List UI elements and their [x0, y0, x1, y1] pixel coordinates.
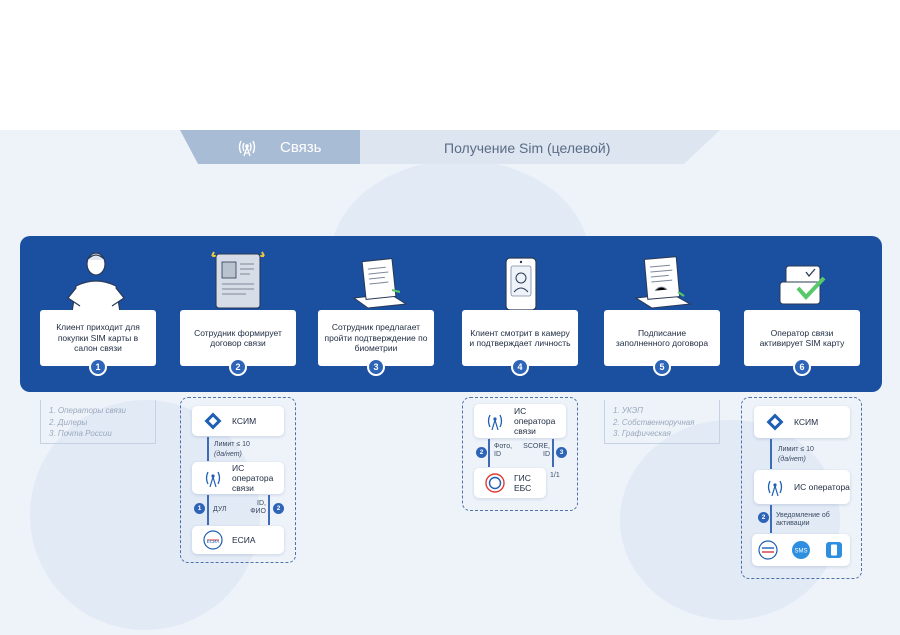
is-operator-label: ИС оператора связи: [232, 463, 274, 493]
step-number-5: 5: [653, 358, 671, 376]
ksim-card: КСИМ: [192, 406, 284, 436]
esia-logo-text: ЕСИА: [207, 539, 221, 544]
limit-label: Лимит ≤ 10: [778, 446, 814, 453]
step-number-2: 2: [229, 358, 247, 376]
gis-ebs-card: ГИС ЕБС: [474, 468, 546, 498]
badge-3: 3: [556, 447, 567, 458]
gis-ebs-logo-icon: [485, 473, 505, 493]
step-card-1: Клиент приходит для покупки SIM карты в …: [40, 310, 156, 366]
is-operator-card: ИС оператора связи: [192, 462, 284, 494]
sms-icon: SMS: [791, 541, 810, 559]
sms-icon-label: SMS: [794, 549, 807, 555]
gis-ebs-label: ГИС ЕБС: [514, 473, 532, 493]
step-card-4: Клиент смотрит в камеру и подтверждает л…: [462, 310, 578, 366]
score-id-label: SCORE, ID: [523, 443, 550, 459]
notification-channels-card: SMS: [752, 534, 850, 566]
list-item: 2. Дилеры: [49, 417, 88, 427]
esia-label: ЕСИА: [232, 535, 256, 545]
tab-label: Получение Sim (целевой): [444, 140, 611, 156]
tab-label: Связь: [280, 139, 322, 156]
step-card-6: Оператор связи активирует SIM карту: [744, 310, 860, 366]
list-item: 3. Почта России: [49, 429, 112, 439]
background-decoration: [30, 400, 260, 630]
client-illustration: [67, 252, 125, 312]
flow-arrow: [207, 437, 209, 461]
id-fio-label: ID, ФИО: [250, 500, 266, 516]
step2-flow-frame: [180, 397, 296, 563]
badge-2: 2: [476, 447, 487, 458]
step-number-6: 6: [793, 358, 811, 376]
biometric-terminal-illustration: [505, 257, 537, 311]
ratio-label: 1/1: [550, 472, 560, 479]
esia-logo-icon: ЕСИА: [203, 530, 223, 550]
is-operator-card: ИС оператора связи: [474, 404, 566, 438]
flow-arrow: [268, 495, 270, 525]
step1-list: 1. Операторы связи 2. Дилеры 3. Почта Ро…: [40, 400, 156, 444]
antenna-icon: [767, 480, 783, 497]
step-number-1: 1: [89, 358, 107, 376]
activation-illustration: [779, 265, 826, 305]
dul-label: ДУЛ: [213, 506, 227, 513]
ksim-logo-icon: [204, 412, 222, 430]
esia-card: ЕСИА ЕСИА: [192, 526, 284, 554]
passport-illustration: [211, 251, 265, 309]
flow-arrow: [770, 439, 772, 469]
phone-icon: [825, 542, 842, 558]
antenna-icon: [205, 471, 221, 488]
step-card-2: Сотрудник формирует договор связи: [180, 310, 296, 366]
yes-no-label: (да/нет): [778, 456, 806, 463]
flow-arrow: [770, 505, 772, 533]
ksim-label: КСИМ: [232, 416, 257, 426]
tab-svyaz[interactable]: Связь: [180, 130, 360, 164]
is-operator-card: ИС оператора: [754, 470, 850, 504]
flow-arrow: [552, 439, 554, 467]
ksim-label: КСИМ: [794, 417, 819, 427]
steps-banner: [20, 236, 882, 392]
list-item: 1. УКЭП: [613, 406, 643, 415]
limit-label: Лимит ≤ 10: [214, 441, 250, 448]
antenna-icon: [487, 414, 503, 431]
photo-id-label: Фото, ID: [494, 443, 513, 459]
badge-1: 1: [194, 503, 205, 514]
signature-illustration: [634, 256, 692, 309]
is-operator-label: ИС оператора: [794, 482, 850, 492]
ksim-card: КСИМ: [754, 406, 850, 438]
badge-2: 2: [758, 512, 769, 523]
list-item: 3. Графическая: [613, 429, 671, 439]
step-card-3: Сотрудник предлагает пройти подтверждени…: [318, 310, 434, 366]
step-number-4: 4: [511, 358, 529, 376]
ksim-logo-icon: [766, 413, 784, 431]
list-item: 1. Операторы связи: [49, 406, 126, 415]
notify-label: Уведомление об активации: [776, 512, 830, 528]
flow-arrow: [488, 439, 490, 467]
background-decoration: [620, 420, 840, 620]
badge-2: 2: [273, 503, 284, 514]
list-item: 2. Собственноручная: [613, 417, 695, 427]
yes-no-label: (да/нет): [214, 451, 242, 458]
is-operator-label: ИС оператора связи: [514, 406, 556, 436]
step6-flow-frame: [741, 397, 862, 579]
step-card-5: Подписание заполненного договора: [604, 310, 720, 366]
gosuslugi-icon: [758, 540, 778, 560]
step-number-3: 3: [367, 358, 385, 376]
tab-sim-target[interactable]: Получение Sim (целевой): [360, 130, 720, 164]
step4-flow-frame: [462, 397, 578, 511]
step5-list: 1. УКЭП 2. Собственноручная 3. Графическ…: [604, 400, 720, 444]
contract-illustration: [352, 257, 408, 309]
antenna-icon: [238, 140, 256, 157]
flow-arrow: [207, 495, 209, 525]
